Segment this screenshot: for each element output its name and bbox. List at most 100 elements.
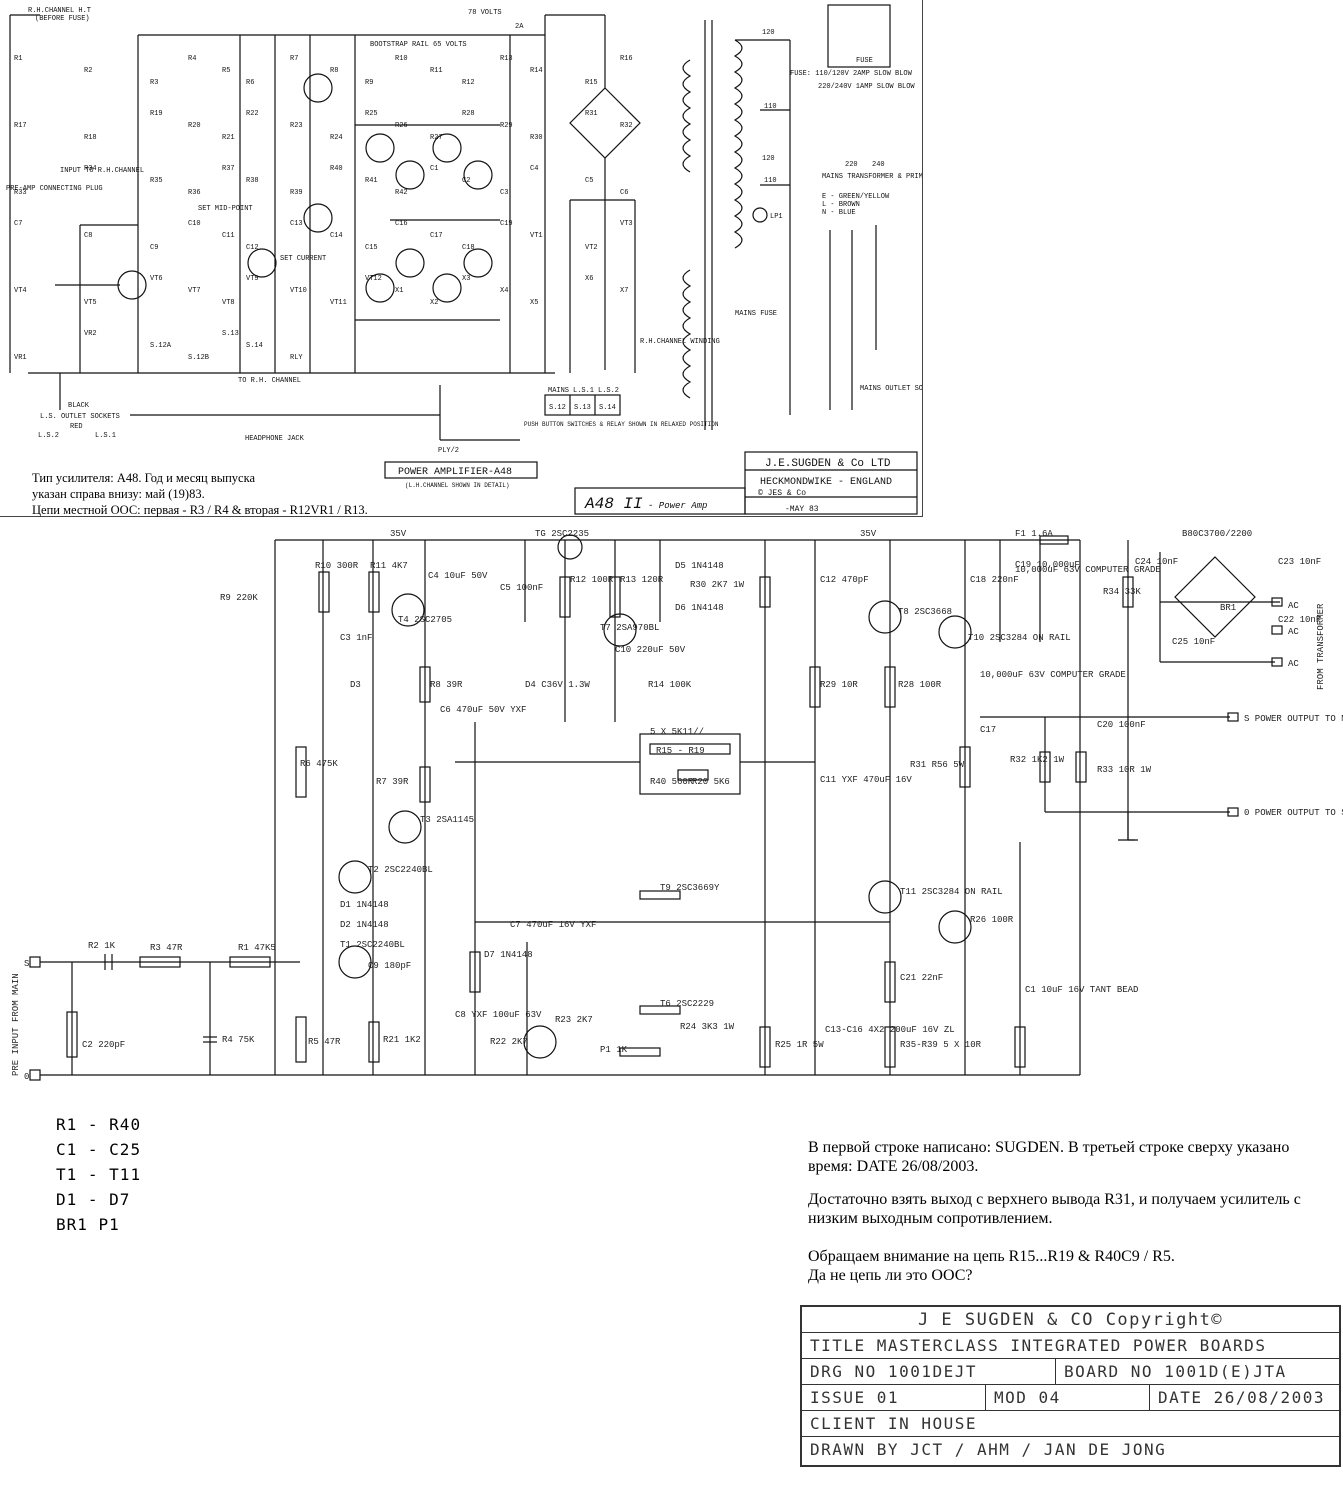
component-r30: R30: [530, 134, 543, 142]
component-c3: C3: [500, 189, 508, 197]
part-r32: R32 1K2 1W: [1010, 755, 1065, 765]
legend-row: T1 - T11: [56, 1165, 142, 1184]
part-r12: R12 100R: [570, 575, 614, 585]
part-c20: C20 100nF: [1097, 720, 1146, 730]
drawn-row: DRAWN BY JCT / AHM / JAN DE JONG: [802, 1437, 1339, 1462]
component-r2: R2: [84, 67, 92, 75]
part-c21: C21 22nF: [900, 973, 943, 983]
component-r35: R35: [150, 177, 163, 185]
component-c12: C12: [246, 244, 259, 252]
title-company: J E SUGDEN & CO Copyright©: [802, 1307, 1339, 1333]
component-r1: R1: [14, 55, 22, 63]
rh-winding-label: R.H.CHANNEL WINDING: [640, 338, 720, 346]
component-c15: C15: [365, 244, 378, 252]
headphone-jack-label: HEADPHONE JACK: [245, 435, 305, 443]
date: DATE 26/08/2003: [1149, 1385, 1325, 1410]
part-d4: D4 C36V 1.3W: [525, 680, 590, 690]
component-r5: R5: [222, 67, 230, 75]
switch-head-mains: MAINS: [548, 387, 569, 395]
component-vr2: VR2: [84, 330, 97, 338]
component-r14: R14: [530, 67, 543, 75]
component-c19: C19: [500, 220, 513, 228]
component-vt10: VT10: [290, 287, 307, 295]
component-r38: R38: [246, 177, 259, 185]
part-r20: R20 5K6: [692, 777, 730, 787]
component-r15: R15: [585, 79, 598, 87]
client-row: CLIENT IN HOUSE: [802, 1411, 1339, 1437]
part-t6: T6 2SC2229: [660, 999, 714, 1009]
part-c12: C12 470pF: [820, 575, 869, 585]
component-r29: R29: [500, 122, 513, 130]
fuse-note1: FUSE: 110/120V 2AMP SLOW BLOW: [790, 70, 913, 78]
part-r30: R30 2K7 1W: [690, 580, 745, 590]
tap120b-label: 120: [762, 155, 775, 163]
s-output-label: S POWER OUTPUT TO MAIN: [1244, 714, 1343, 724]
component-s12a: S.12A: [150, 342, 172, 350]
component-r24: R24: [330, 134, 343, 142]
f1-label: F1 1.6A: [1015, 529, 1053, 539]
component-vr1: VR1: [14, 354, 27, 362]
component-vt4: VT4: [14, 287, 27, 295]
part-t7: T7 2SA970BL: [600, 623, 659, 633]
mains-transformer-label: MAINS TRANSFORMER & PRIMARY CONNECTIONS: [822, 173, 922, 181]
rail-top-label: 35V: [390, 529, 407, 539]
part-c3: C3 1nF: [340, 633, 372, 643]
title-row: TITLE MASTERCLASS INTEGRATED POWER BOARD…: [802, 1333, 1339, 1359]
component-r22: R22: [246, 110, 259, 118]
component-r12: R12: [462, 79, 475, 87]
component-c11: C11: [222, 232, 235, 240]
switch-cell-s14: S.14: [599, 404, 616, 412]
component-s13: S.13: [222, 330, 239, 338]
component-labels: R1R2R3R4R5R6R7R8R9R10R11R12R13R14R15R16R…: [14, 55, 633, 362]
drawing-title-block: J E SUGDEN & CO Copyright© TITLE MASTERC…: [800, 1305, 1341, 1467]
part-r14: R14 100K: [648, 680, 692, 690]
component-r25: R25: [365, 110, 378, 118]
part-c2: C2 220pF: [82, 1040, 125, 1050]
model-mark: A48 II: [584, 495, 643, 513]
component-r27: R27: [430, 134, 443, 142]
component-r32: R32: [620, 122, 633, 130]
part-c7: C7 470uF 16V YXF: [510, 920, 596, 930]
component-r11: R11: [430, 67, 443, 75]
part-c13c16: C13-C16 4X2 200uF 16V ZL: [825, 1025, 955, 1035]
component-r6: R6: [246, 79, 254, 87]
component-r34: R34: [84, 165, 97, 173]
component-vt7: VT7: [188, 287, 201, 295]
wire-e-label: E - GREEN/YELLOW: [822, 193, 890, 201]
component-s12b: S.12B: [188, 354, 209, 362]
note-r31-output: Достаточно взять выход с верхнего вывода…: [808, 1191, 1301, 1227]
issue-row: ISSUE 01 MOD 04 DATE 26/08/2003: [802, 1385, 1339, 1411]
br1-label: BR1: [1220, 603, 1236, 613]
component-vt6: VT6: [150, 275, 163, 283]
ls1-label: L.S.1: [95, 432, 116, 440]
part-c22: C22 10nF: [1278, 615, 1321, 625]
component-vt9: VT9: [246, 275, 259, 283]
component-r3: R3: [150, 79, 158, 87]
component-x3: X3: [462, 275, 470, 283]
issue: ISSUE 01: [810, 1388, 900, 1407]
part-r22: R22 2K7: [490, 1037, 528, 1047]
fuse-2a-label: 2A: [515, 23, 524, 31]
drawn-by: DRAWN BY JCT / AHM / JAN DE JONG: [810, 1440, 1167, 1459]
component-vt8: VT8: [222, 299, 235, 307]
component-r31: R31: [585, 110, 598, 118]
wire-n-label: N - BLUE: [822, 209, 856, 217]
top-russian-note: Тип усилителя: А48. Год и месяц выпуска …: [32, 470, 368, 518]
maker-line1: J.E.SUGDEN & Co LTD: [765, 458, 891, 470]
part-r1: R1 47K5: [238, 943, 276, 953]
tap110-label: 110: [764, 103, 777, 111]
drg-no: DRG NO 1001DEJT: [810, 1362, 977, 1381]
note-sugden-date: В первой строке написано: SUGDEN. В трет…: [808, 1139, 1290, 1175]
component-range-legend: R1 - R40 C1 - C25 T1 - T11 D1 - D7 BR1 P…: [56, 1112, 141, 1237]
part-d5: D5 1N4148: [675, 561, 724, 571]
computer-grade-1-label: 10,000uF 63V COMPUTER GRADE: [980, 670, 1126, 680]
ac1-label: AC: [1288, 601, 1299, 611]
part-c19: C19 10,000uF: [1015, 560, 1080, 570]
part-t3: T3 2SA1145: [420, 815, 474, 825]
switch-head-ls2: L.S.2: [598, 387, 619, 395]
component-r36: R36: [188, 189, 201, 197]
note-feedback-1: Обращаем внимание на цепь R15...R19 & R4…: [808, 1248, 1175, 1265]
five-x-label: 5 X 5K11//: [650, 727, 704, 737]
part-r9: R9 220K: [220, 593, 258, 603]
